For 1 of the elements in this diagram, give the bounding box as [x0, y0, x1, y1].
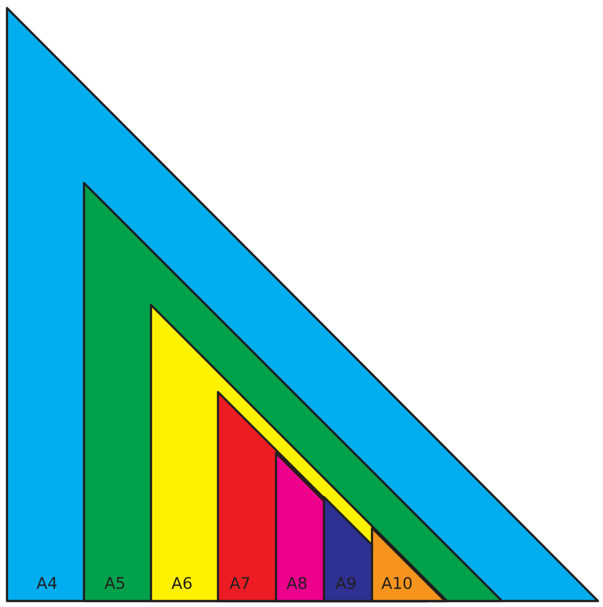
triangle: A10 [370, 526, 446, 602]
